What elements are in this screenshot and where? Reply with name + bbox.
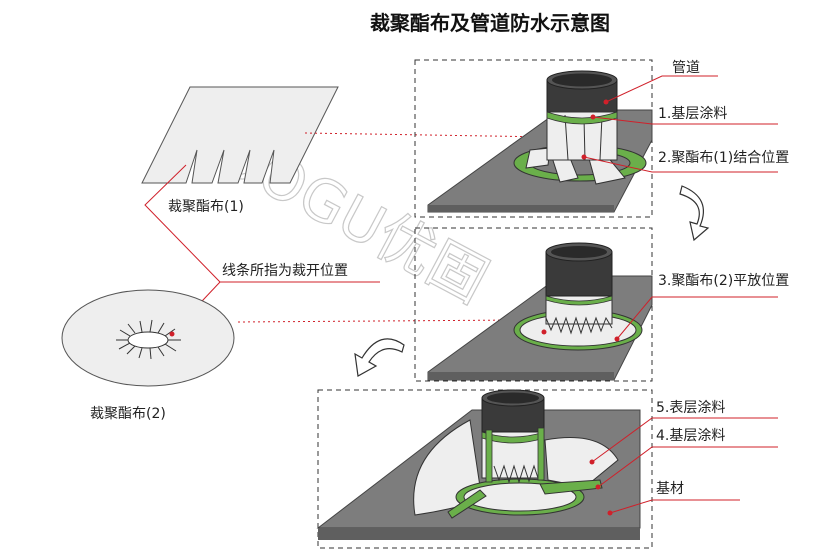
cut-leader-to-cloth1 xyxy=(144,164,221,283)
curved-arrow-left-icon xyxy=(354,338,405,377)
leader-cloth2-position xyxy=(616,296,778,340)
step3-panel xyxy=(316,389,653,549)
diagram-title: 裁聚酯布及管道防水示意图 xyxy=(370,11,610,35)
step1-panel xyxy=(414,59,653,218)
callout-top-coat-5: 5.表层涂料 xyxy=(656,400,725,416)
cloth1-label: 裁聚酯布(1) xyxy=(168,199,244,215)
cut-line-label: 线条所指为裁开位置 xyxy=(222,262,348,279)
cloth1-sheet xyxy=(141,86,339,184)
leader-top-coat-5 xyxy=(591,417,778,463)
curved-arrow-down-icon xyxy=(679,185,710,242)
leader-substrate xyxy=(609,499,740,514)
leader-cloth1-position xyxy=(583,156,778,173)
connector-cloth2-step2 xyxy=(237,319,521,323)
callout-pipe: 管道 xyxy=(672,60,700,76)
callout-base-coat-4: 4.基层涂料 xyxy=(656,427,725,444)
callout-base-coat-1: 1.基层涂料 xyxy=(658,105,727,122)
cloth2-label: 裁聚酯布(2) xyxy=(90,406,166,422)
leader-pipe xyxy=(605,75,718,103)
callout-cloth2-position: 3.聚酯布(2)平放位置 xyxy=(658,273,789,289)
leader-base-coat-4 xyxy=(597,446,778,488)
connector-cloth1-step1 xyxy=(304,132,551,138)
callout-cloth1-position: 2.聚酯布(1)结合位置 xyxy=(658,150,789,166)
callout-substrate: 基材 xyxy=(656,480,684,497)
cloth2-disc xyxy=(61,289,235,387)
leader-base-coat-1 xyxy=(592,116,778,125)
step2-panel xyxy=(414,227,653,382)
